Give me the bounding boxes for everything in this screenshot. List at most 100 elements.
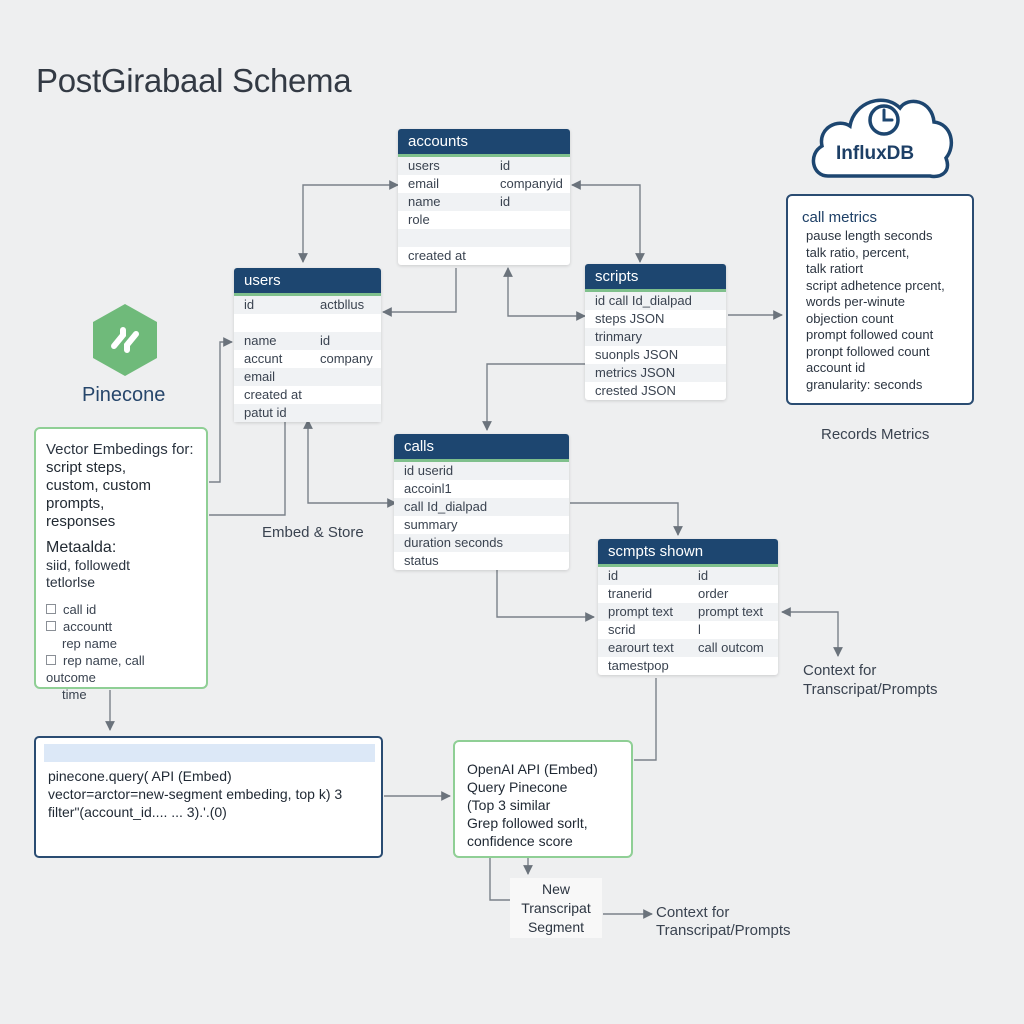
table-row: status — [404, 553, 439, 568]
table-row — [234, 314, 381, 332]
call-metrics-title: call metrics — [802, 209, 878, 226]
table-row: duration seconds — [394, 534, 569, 552]
table-scripts-shown-header: scmpts shown — [598, 539, 778, 567]
metric-item: prompt followed count — [806, 327, 934, 342]
checkbox-icon[interactable] — [46, 604, 56, 614]
vector-box-line: responses — [46, 513, 116, 530]
pinecone-query-box: pinecone.query( API (Embed) vector=arcto… — [34, 736, 383, 858]
query-line: vector=arctor=new-segment embeding, top … — [48, 786, 343, 802]
connector-scriptsshown-context — [781, 607, 843, 657]
metric-item: objection count — [806, 310, 894, 326]
table-row: email — [234, 368, 381, 386]
pinecone-label: Pinecone — [82, 384, 166, 406]
metric-item: words per-winute — [806, 294, 905, 309]
metadata-item: call id — [46, 601, 196, 618]
embed-store-label: Embed & Store — [262, 524, 364, 541]
metadata-title: Metaalda: — [46, 539, 117, 556]
table-calls-header: calls — [394, 434, 569, 462]
table-scripts-rows: id call Id_dialpad steps JSON trinmary s… — [585, 292, 726, 400]
table-row: crested JSON — [595, 383, 676, 398]
influxdb-label: InfluxDB — [836, 143, 915, 164]
cloud-clock-icon — [811, 98, 954, 179]
table-calls[interactable]: calls id userid accoinl1 call Id_dialpad… — [394, 434, 569, 570]
call-metrics-box: call metrics pause length seconds talk r… — [786, 194, 974, 405]
openai-line: OpenAI API (Embed) — [467, 761, 598, 777]
context-label-2: Context for — [656, 904, 730, 921]
table-row: trinmary — [585, 328, 726, 346]
table-row: patut id — [234, 404, 381, 422]
metric-item: granularity: seconds — [806, 376, 923, 392]
openai-api-box: OpenAI API (Embed) Query Pinecone (Top 3… — [453, 740, 633, 858]
vector-box-title: Vector Embedings for: — [46, 441, 194, 458]
table-calls-rows: id userid accoinl1 call Id_dialpad summa… — [394, 462, 569, 570]
table-row: tamestpop — [608, 658, 669, 673]
table-row: suonpls JSON — [595, 347, 679, 362]
openai-line: (Top 3 similar — [467, 797, 551, 813]
connector-users-accounts — [298, 180, 399, 263]
metadata-item: accountt — [46, 618, 196, 635]
context-label-1: Context for — [803, 662, 877, 679]
connector-users-calls — [303, 419, 397, 508]
table-row — [398, 229, 570, 247]
connector-calls-scriptsshown — [570, 502, 683, 536]
openai-line: confidence score — [467, 833, 573, 849]
pinecone-logo-icon — [93, 304, 157, 376]
table-row: call Id_dialpad — [394, 498, 569, 516]
openai-line: Query Pinecone — [467, 779, 568, 795]
table-row: summary — [404, 517, 458, 532]
new-segment-line: New — [541, 881, 570, 897]
connector-scriptsshown-openai — [634, 678, 657, 761]
table-users-header: users — [234, 268, 381, 296]
page-title: PostGirabaal Schema — [36, 62, 352, 99]
connector-embed-store — [209, 420, 286, 516]
query-line: filter"(account_id.... ... 3).'.(0) — [48, 804, 227, 820]
records-metrics-label: Records Metrics — [821, 426, 930, 443]
metric-item: talk ratio, percent, — [806, 244, 910, 260]
table-scripts[interactable]: scripts id call Id_dialpad steps JSON tr… — [585, 264, 726, 400]
metric-item: talk ratiort — [806, 261, 864, 276]
table-accounts-header: accounts — [398, 129, 570, 157]
metadata-line: siid, followedt — [46, 557, 131, 573]
connector-calls-bottom — [496, 570, 595, 622]
vector-box-line: prompts, — [46, 495, 105, 512]
connector-accounts-users — [382, 268, 457, 317]
query-box-bar — [44, 744, 375, 762]
new-segment-line: Segment — [527, 919, 585, 935]
metadata-line: tetlorlse — [46, 574, 96, 590]
connector-vector-users — [209, 337, 233, 483]
new-transcript-segment: New Transcripat Segment — [510, 878, 602, 938]
query-line: pinecone.query( API (Embed) — [48, 768, 232, 784]
table-row: steps JSON — [595, 311, 665, 326]
metric-item: script adhetence prcent, — [806, 277, 945, 293]
table-row: role — [408, 212, 430, 227]
metadata-item: time — [62, 687, 87, 702]
connector-openai-newseg-side — [489, 858, 510, 901]
metadata-item: rep name — [62, 636, 117, 651]
new-segment-line: Transcripat — [521, 900, 591, 916]
table-scripts-header: scripts — [585, 264, 726, 292]
metric-item: pronpt followed count — [806, 343, 930, 359]
checkbox-icon[interactable] — [46, 621, 56, 631]
table-row: created at — [408, 248, 466, 263]
checkbox-icon[interactable] — [46, 655, 56, 665]
table-row: id call Id_dialpad — [585, 292, 726, 310]
vector-embeddings-box: Vector Embedings for: script steps, cust… — [34, 427, 208, 702]
connector-accounts-scripts-lower — [503, 267, 586, 321]
table-row: metrics JSON — [585, 364, 726, 382]
table-row: id userid — [394, 462, 569, 480]
connector-accounts-scripts — [571, 180, 645, 263]
